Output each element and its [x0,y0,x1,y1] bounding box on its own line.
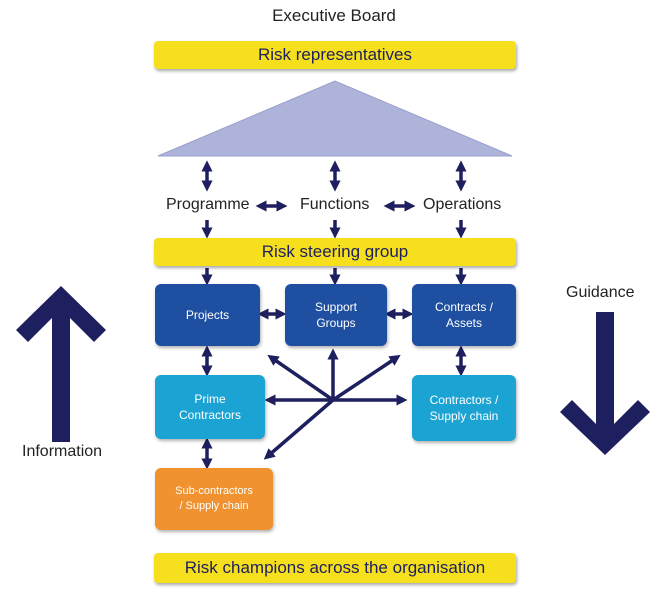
burst-to-projects [267,354,334,402]
projects-box: Projects [155,284,260,346]
functions-label: Functions [300,196,370,213]
operations-label: Operations [423,196,502,213]
executive-board-title: Executive Board [272,6,396,25]
subcontractors-box: Sub-contractors / Supply chain [155,468,273,530]
contractors-supply-chain-box: Contractors / Supply chain [412,375,516,441]
risk-steering-group-bar: Risk steering group [154,238,516,266]
executive-roof [157,80,513,157]
guidance-label: Guidance [566,284,635,301]
guidance-arrow-icon [560,312,650,455]
information-label: Information [22,443,103,460]
risk-representatives-bar: Risk representatives [154,41,516,69]
contracts-assets-box: Contracts / Assets [412,284,516,346]
burst-to-subcontractors [263,398,335,460]
burst-to-contracts [332,354,401,402]
prime-contractors-box: Prime Contractors [155,375,265,439]
programme-label: Programme [166,196,250,213]
information-arrow-icon [16,286,106,442]
support-groups-box: Support Groups [285,284,387,346]
risk-champions-bar: Risk champions across the organisation [154,553,516,583]
